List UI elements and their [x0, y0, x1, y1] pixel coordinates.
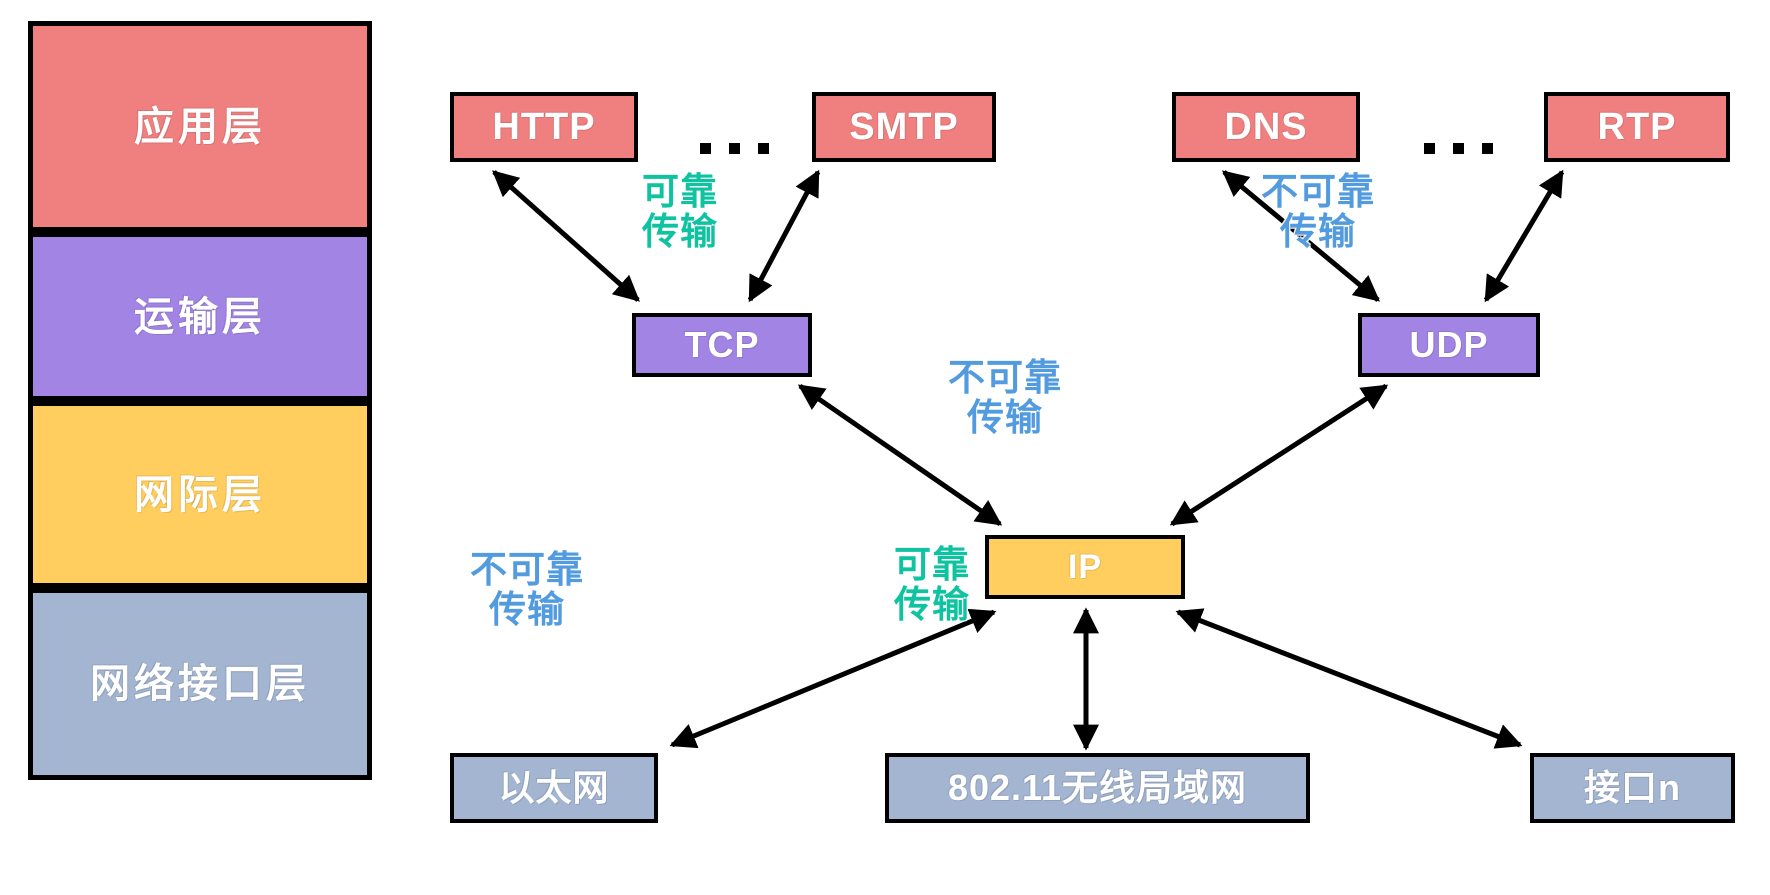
- edge-label-tcp-service: 可靠 传输: [642, 171, 718, 252]
- stack-layer-application: 应用层: [28, 21, 372, 232]
- node-udp: UDP: [1358, 313, 1540, 377]
- node-dns: DNS: [1172, 92, 1360, 162]
- node-http: HTTP: [450, 92, 638, 162]
- node-smtp: SMTP: [812, 92, 996, 162]
- stack-layer-link: 网络接口层: [28, 588, 372, 780]
- node-tcp: TCP: [632, 313, 812, 377]
- edge-label-ethernet-service: 不可靠 传输: [470, 549, 584, 630]
- ellipsis-right-icon: [1424, 143, 1493, 154]
- edge-label-wlan-service: 可靠 传输: [894, 544, 970, 625]
- stack-layer-transport: 运输层: [28, 232, 372, 401]
- node-ip: IP: [985, 535, 1185, 599]
- node-ethernet: 以太网: [450, 753, 658, 823]
- stack-layer-internet: 网际层: [28, 401, 372, 588]
- node-interface-n: 接口n: [1530, 753, 1735, 823]
- connector-ip-ifn: [1175, 608, 1523, 749]
- edge-label-ip-service: 不可靠 传输: [948, 357, 1062, 438]
- node-wlan: 802.11无线局域网: [885, 753, 1310, 823]
- connector-udp-ip: [1169, 383, 1389, 527]
- connector-rtp-udp: [1483, 169, 1565, 303]
- edge-label-udp-service: 不可靠 传输: [1261, 171, 1375, 252]
- node-rtp: RTP: [1544, 92, 1730, 162]
- ellipsis-left-icon: [700, 143, 769, 154]
- connector-ip-ethernet: [669, 608, 997, 749]
